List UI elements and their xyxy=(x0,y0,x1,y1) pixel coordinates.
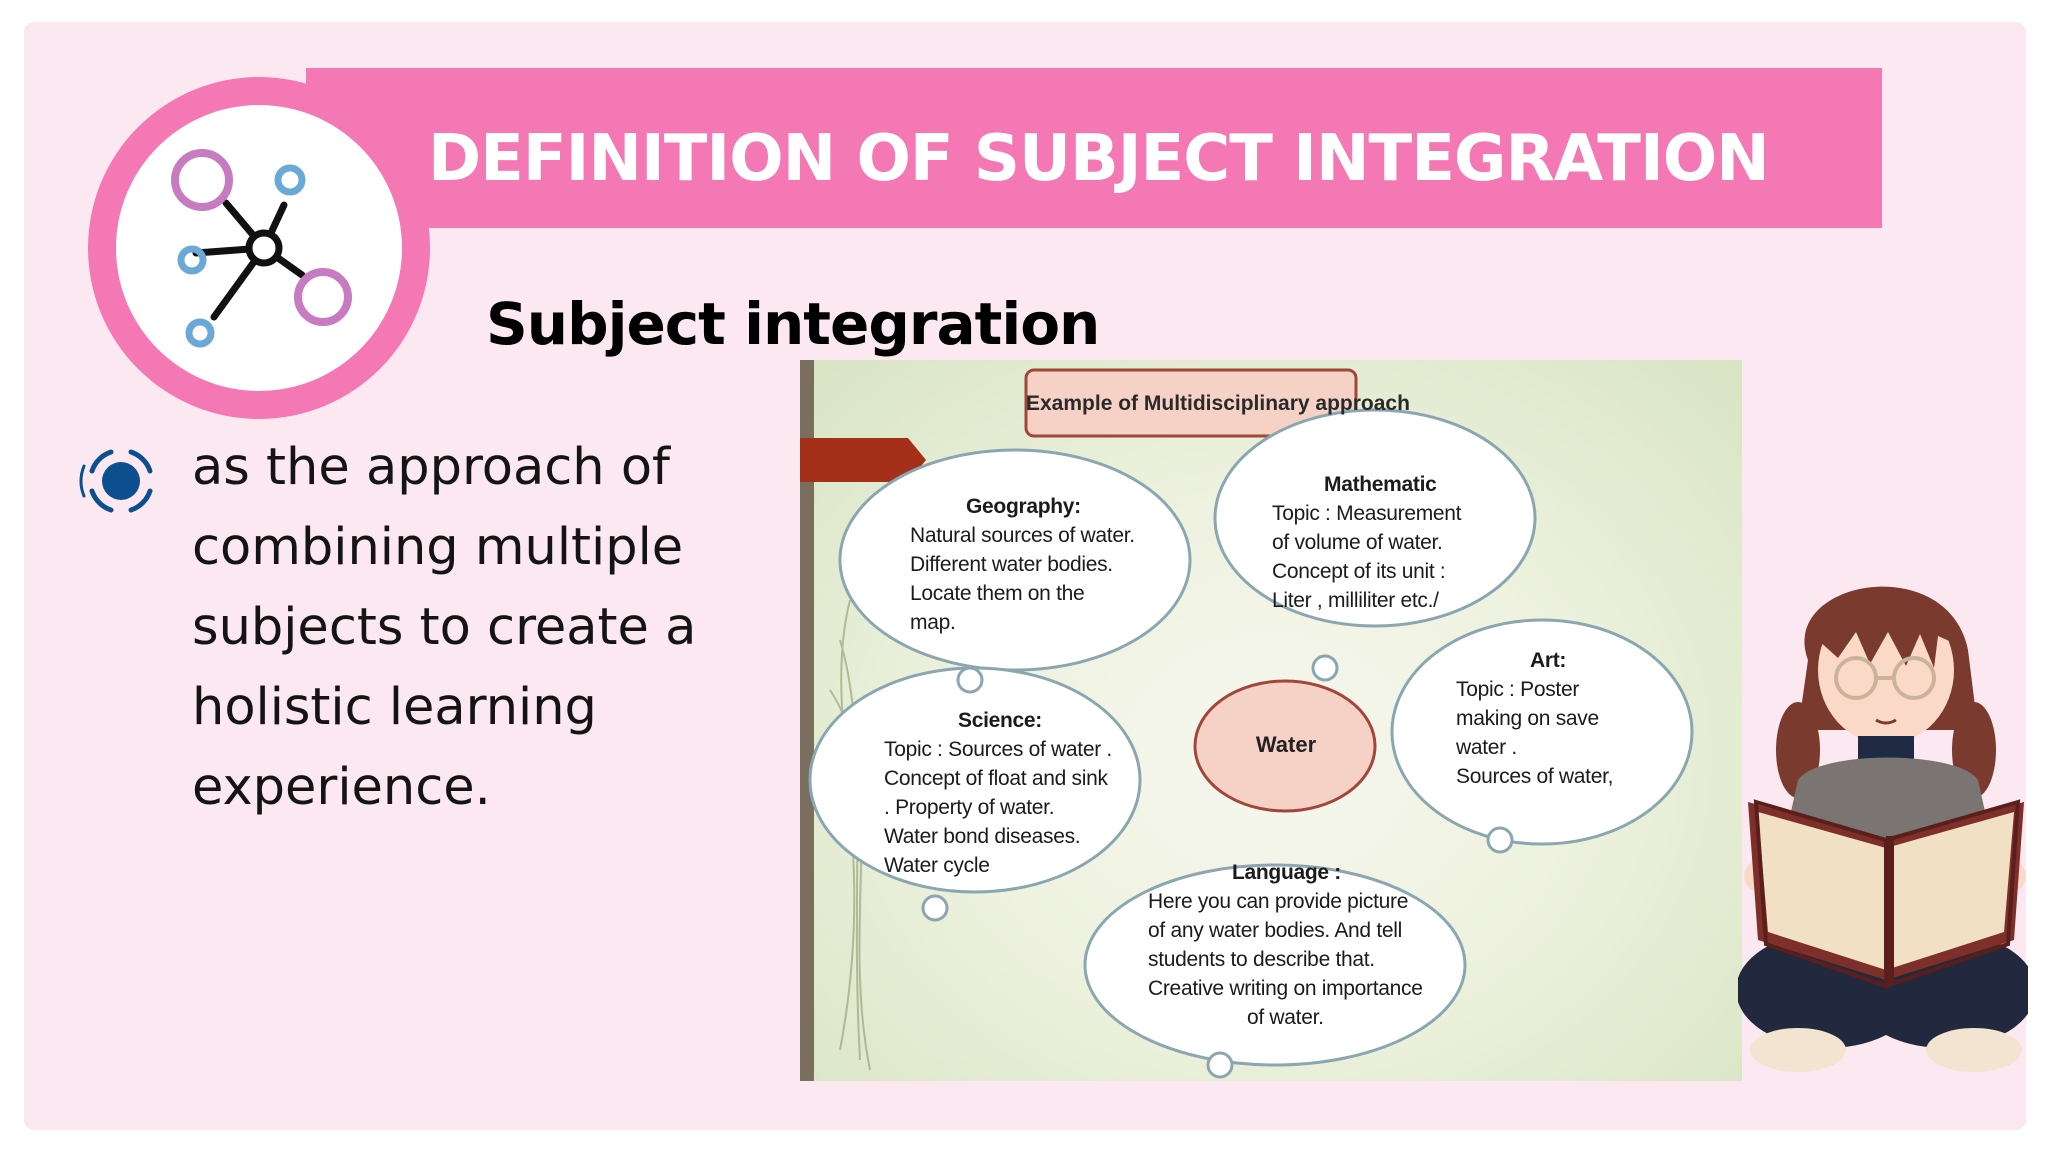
bullet-line: as the approach of xyxy=(192,438,670,497)
title-banner xyxy=(306,68,1882,228)
network-nodes-icon xyxy=(116,105,402,391)
science-line: Concept of float and sink xyxy=(884,767,1108,790)
mathematic-line: of volume of water. xyxy=(1272,531,1443,554)
geography-line: Natural sources of water. xyxy=(910,524,1135,547)
language-line: of water. xyxy=(1246,1006,1324,1029)
bullet-line: subjects to create a xyxy=(192,598,697,657)
diagram-title: Example of Multidisciplinary approach xyxy=(1026,392,1410,415)
section-subtitle: Subject integration xyxy=(486,290,1100,358)
science-line: . Property of water. xyxy=(884,796,1055,819)
science-cloud: Science: Topic : Sources of water . Conc… xyxy=(884,706,1112,880)
language-line: students to describe that. xyxy=(1148,948,1375,971)
art-line: Topic : Poster xyxy=(1456,678,1580,701)
language-cloud: Language : Here you can provide picture … xyxy=(1148,858,1423,1032)
language-line: Creative writing on importance xyxy=(1148,977,1423,1000)
art-line: making on save xyxy=(1456,707,1599,730)
geography-line: Locate them on the xyxy=(910,582,1085,605)
geography-line: map. xyxy=(910,611,956,634)
geography-heading: Geography: xyxy=(966,495,1081,518)
science-heading: Science: xyxy=(958,709,1042,732)
diagram-edge-bar xyxy=(800,360,814,1081)
science-line: Water cycle xyxy=(884,854,990,877)
science-line: Topic : Sources of water . xyxy=(884,738,1112,761)
bullet-paragraph: as the approach of combining multiple su… xyxy=(192,428,712,828)
mathematic-heading: Mathematic xyxy=(1324,473,1437,496)
geography-cloud: Geography: Natural sources of water. Dif… xyxy=(910,492,1135,637)
language-heading: Language : xyxy=(1232,861,1342,884)
bullet-line: holistic learning xyxy=(192,678,597,737)
geography-line: Different water bodies. xyxy=(910,553,1113,576)
mathematic-line: Liter , milliliter etc./ xyxy=(1272,589,1439,612)
mathematic-cloud: Mathematic Topic : Measurement of volume… xyxy=(1272,470,1462,615)
bullet-line: combining multiple xyxy=(192,518,684,577)
radio-bullet-icon xyxy=(76,436,166,530)
mathematic-line: Topic : Measurement xyxy=(1272,502,1462,525)
language-line: Here you can provide picture xyxy=(1148,890,1409,913)
mathematic-line: Concept of its unit : xyxy=(1272,560,1446,583)
reading-girl-illustration xyxy=(1736,540,2036,1094)
bullet-line: experience. xyxy=(192,758,491,817)
art-line: water . xyxy=(1456,736,1517,759)
page-title: DEFINITION OF SUBJECT INTEGRATION xyxy=(428,122,1770,196)
language-line: of any water bodies. And tell xyxy=(1148,919,1402,942)
diagram-center-label: Water xyxy=(1255,732,1317,757)
art-cloud: Art: Topic : Poster making on save water… xyxy=(1456,646,1613,791)
art-heading: Art: xyxy=(1530,649,1567,672)
multidisciplinary-diagram: Example of Multidisciplinary approach Wa… xyxy=(800,360,1742,1081)
science-line: Water bond diseases. xyxy=(884,825,1081,848)
art-line: Sources of water, xyxy=(1456,765,1614,788)
